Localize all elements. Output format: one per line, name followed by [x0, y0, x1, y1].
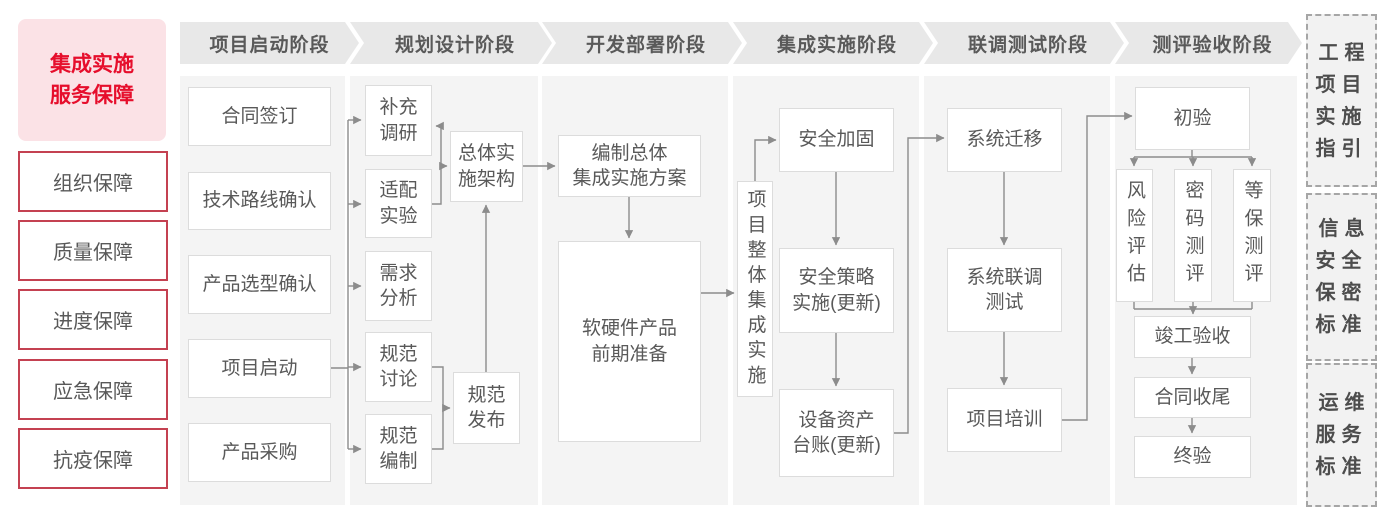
flow-box-project-training: 项目培训	[947, 388, 1062, 452]
sidebar-item-quality: 质量保障	[18, 220, 168, 281]
phase-header-integration-implementation: 集成实施阶段	[733, 22, 933, 64]
flow-box-requirement-analysis: 需求 分析	[365, 251, 432, 321]
flow-box-product-procurement: 产品采购	[188, 423, 331, 482]
flow-box-supplementary-research: 补充 调研	[365, 85, 432, 156]
flow-box-classified-protection-evaluation: 等保测评	[1233, 169, 1271, 302]
flow-box-project-kickoff: 项目启动	[188, 339, 331, 398]
flow-box-contract-signing: 合同签订	[188, 87, 331, 146]
flow-box-initial-acceptance: 初验	[1135, 87, 1250, 150]
phase-header-develop-deploy: 开发部署阶段	[542, 22, 742, 64]
flow-box-overall-integration-plan: 编制总体 集成实施方案	[558, 135, 701, 197]
flow-box-overall-project-integration: 项目整体集成实施	[737, 181, 773, 397]
flow-box-tech-route-confirm: 技术路线确认	[188, 172, 331, 230]
sidebar-item-organization: 组织保障	[18, 151, 168, 212]
flow-box-system-joint-testing: 系统联调 测试	[947, 248, 1062, 332]
standard-engineering-implementation-guide: 工程 项目 实施 指引	[1306, 14, 1377, 187]
sidebar-title: 集成实施 服务保障	[18, 19, 166, 141]
sidebar-item-schedule: 进度保障	[18, 289, 168, 350]
phase-header-planning-design: 规划设计阶段	[350, 22, 552, 64]
flow-box-standard-discussion: 规范 讨论	[365, 332, 432, 402]
flow-box-overall-architecture: 总体实 施架构	[450, 131, 523, 202]
flow-box-system-migration: 系统迁移	[947, 108, 1062, 172]
phase-header-joint-testing: 联调测试阶段	[924, 22, 1124, 64]
standard-information-security-confidentiality: 信息 安全 保密 标准	[1306, 193, 1377, 361]
sidebar-item-emergency: 应急保障	[18, 359, 168, 420]
flow-box-hw-sw-preparation: 软硬件产品 前期准备	[558, 241, 701, 442]
flow-box-product-selection-confirm: 产品选型确认	[188, 255, 331, 314]
flow-box-crypto-evaluation: 密码测评	[1174, 169, 1212, 302]
sidebar-item-epidemic: 抗疫保障	[18, 428, 168, 489]
flow-box-security-hardening: 安全加固	[779, 108, 894, 172]
standard-om-service: 运维 服务 标准	[1306, 363, 1377, 507]
flow-box-security-policy-implementation: 安全策略 实施(更新)	[779, 248, 894, 333]
phase-header-project-kickoff: 项目启动阶段	[180, 22, 359, 64]
flow-box-standard-compilation: 规范 编制	[365, 414, 432, 484]
flow-box-standard-release: 规范 发布	[453, 372, 520, 444]
flow-box-completion-acceptance: 竣工验收	[1134, 316, 1251, 358]
phase-header-evaluation-acceptance: 测评验收阶段	[1115, 22, 1302, 64]
flow-box-risk-assessment: 风险评估	[1116, 169, 1153, 302]
flow-box-asset-ledger-update: 设备资产 台账(更新)	[779, 389, 894, 477]
flow-box-contract-closure: 合同收尾	[1134, 377, 1251, 418]
flow-box-adaptation-experiment: 适配 实验	[365, 169, 432, 238]
flow-box-final-acceptance: 终验	[1134, 436, 1251, 478]
